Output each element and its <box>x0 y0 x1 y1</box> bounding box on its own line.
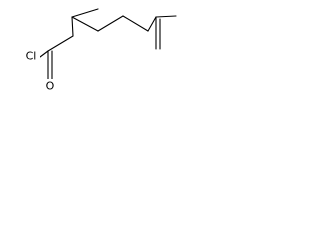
oxygen-atom-label: O <box>46 80 55 93</box>
chlorine-atom-label: Cl <box>26 50 37 63</box>
bond-chain-3 <box>122 15 149 32</box>
bond-layer <box>39 8 177 80</box>
atom-label-layer: Cl O <box>22 49 57 93</box>
bond-carbonyl-ch2 <box>47 35 74 52</box>
bond-chain-2 <box>97 15 124 32</box>
bond-cl-carbonyl <box>39 50 49 58</box>
bond-ch-methyl <box>71 8 99 18</box>
bond-ch2-ch <box>71 16 74 37</box>
bond-chain-4 <box>147 16 157 32</box>
bond-ch-chain-1 <box>71 16 99 32</box>
chlorine-label-background <box>22 49 40 63</box>
bond-alkene-methyl <box>155 15 177 18</box>
oxygen-label-background <box>43 79 57 93</box>
chemical-structure: Cl O <box>22 8 177 93</box>
